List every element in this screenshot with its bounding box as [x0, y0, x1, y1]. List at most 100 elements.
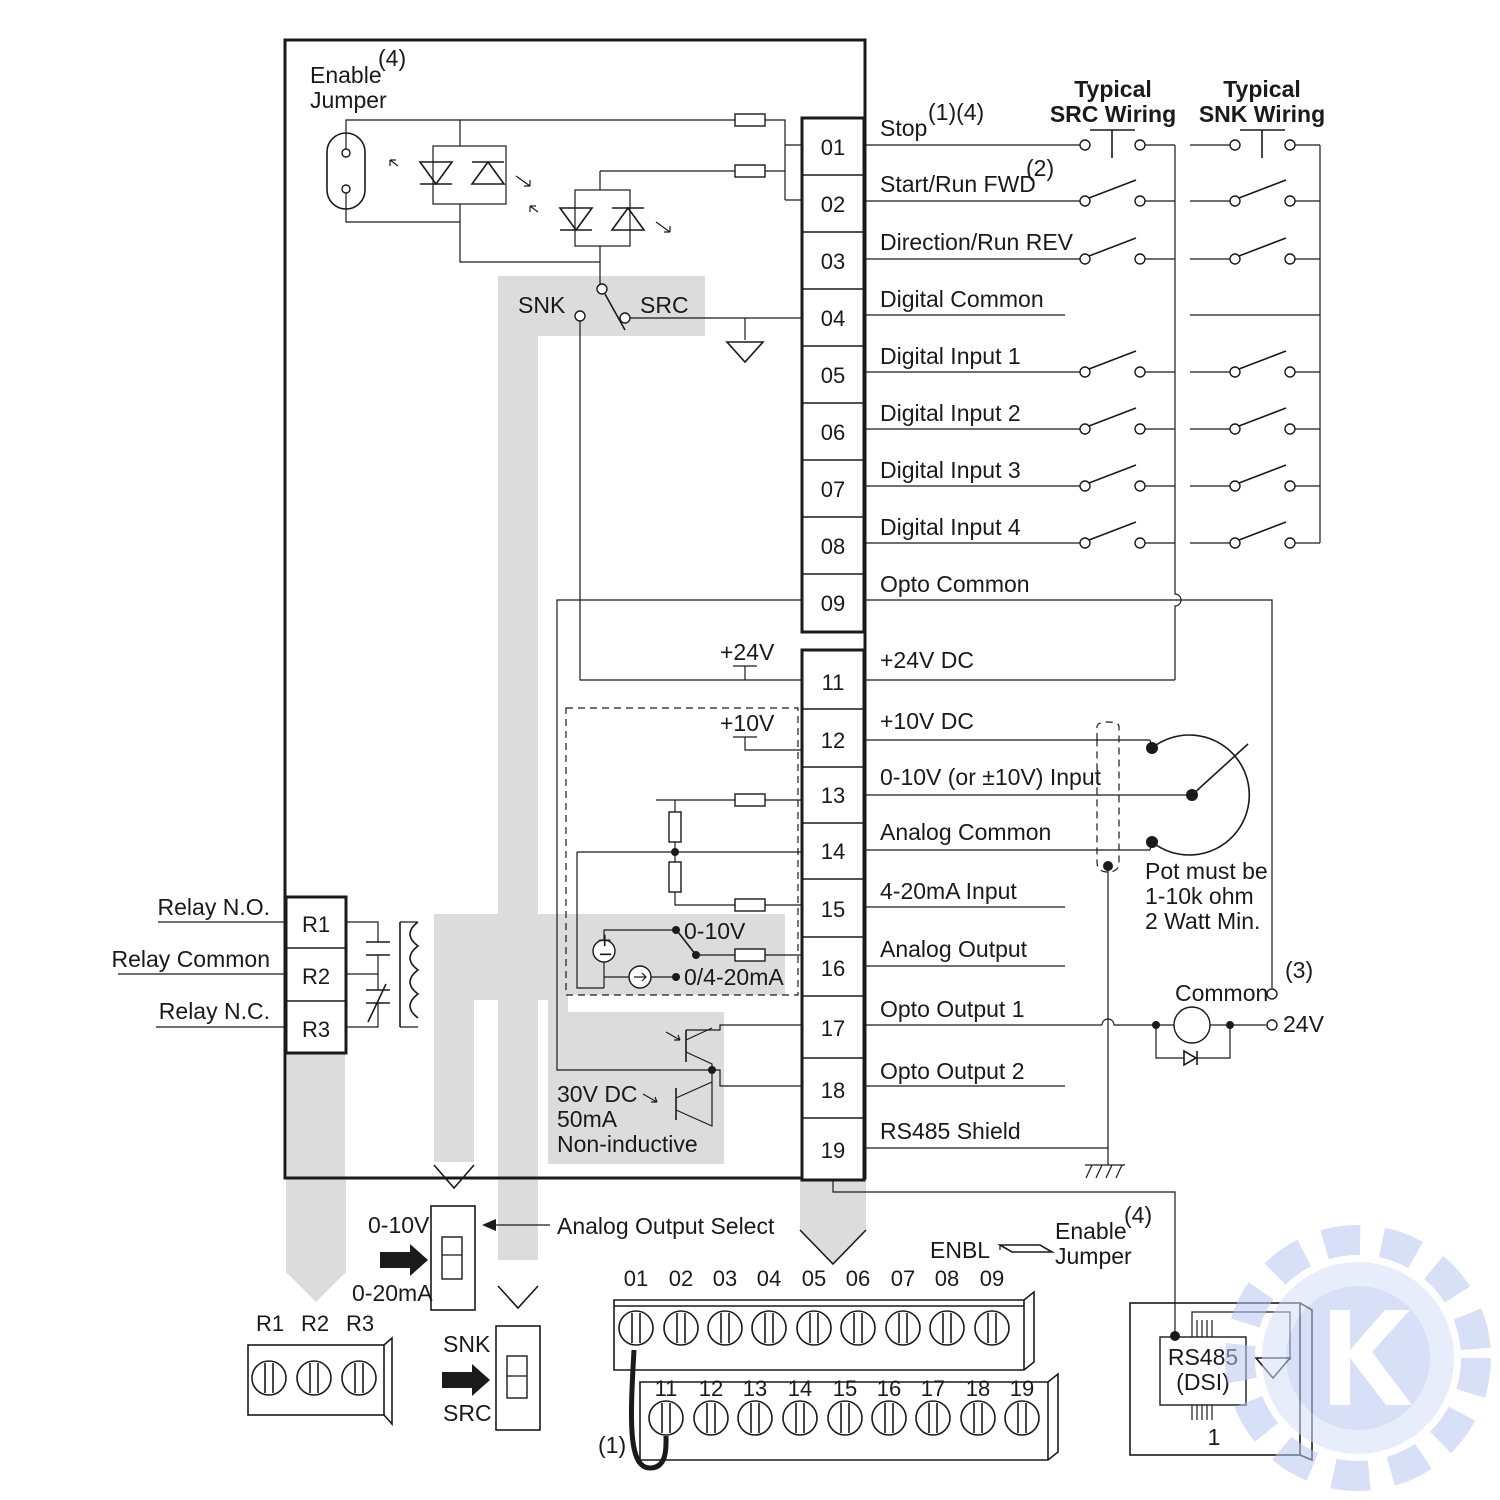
src-select-label: SRC: [443, 1400, 492, 1426]
typical-snk-title-1: Typical: [1223, 76, 1301, 102]
terminal-01[interactable]: 01: [821, 135, 845, 160]
block-t18: 18: [966, 1376, 990, 1401]
internal-10v-label: +10V: [720, 710, 775, 736]
terminal-numbers: 01 02 03 04 05 06 07 08 09 11 12 13 14 1…: [821, 135, 845, 1163]
snk-src-internal-switch: SNK SRC +24V: [518, 283, 802, 1071]
terminal-19[interactable]: 19: [821, 1138, 845, 1163]
relay-r1[interactable]: R1: [302, 912, 330, 937]
snk-src-select-switch[interactable]: [495, 1325, 541, 1431]
terminal-function-labels: Stop (1)(4) Start/Run FWD (2) Direction/…: [864, 99, 1190, 1149]
terminal-05[interactable]: 05: [821, 363, 845, 388]
terminal-08[interactable]: 08: [821, 534, 845, 559]
terminal-12[interactable]: 12: [821, 728, 845, 753]
analog-io-circuit: +10V + − 0-10V 0/4-20mA: [565, 707, 802, 996]
ao-select-switch[interactable]: [430, 1205, 476, 1311]
block-t15: 15: [833, 1376, 857, 1401]
block-t11: 11: [655, 1376, 678, 1401]
note-start-run-fwd: (2): [1026, 155, 1054, 181]
label-rs485-shield: RS485 Shield: [880, 1118, 1021, 1144]
typical-snk-wiring: Typical SNK Wiring: [1190, 76, 1325, 549]
ao-select-v: 0-10V: [368, 1212, 430, 1238]
opto-24v-label: 24V: [1283, 1011, 1325, 1037]
block-t07: 07: [891, 1266, 915, 1291]
enbl-jumper-label-1: Enable: [1055, 1218, 1127, 1244]
terminal-02[interactable]: 02: [821, 192, 845, 217]
note-stop: (1)(4): [928, 99, 984, 125]
block-t12: 12: [699, 1376, 723, 1401]
internal-24v-label: +24V: [720, 639, 775, 665]
enbl-jumper: ENBL Enable Jumper (4): [930, 1202, 1152, 1269]
block-t03: 03: [713, 1266, 737, 1291]
src-label: SRC: [640, 292, 689, 318]
ao-select-ma: 0-20mA: [352, 1280, 433, 1306]
label-opto-output-1: Opto Output 1: [880, 996, 1024, 1022]
block-t09: 09: [980, 1266, 1004, 1291]
relay-r3[interactable]: R3: [302, 1017, 330, 1042]
pot-note-3: 2 Watt Min.: [1145, 908, 1260, 934]
opto-rating-3: Non-inductive: [557, 1131, 698, 1157]
terminal-14[interactable]: 14: [821, 839, 845, 864]
snk-label: SNK: [518, 292, 566, 318]
opto-note: (3): [1285, 957, 1313, 983]
block-t14: 14: [788, 1376, 812, 1401]
block-t19: 19: [1010, 1376, 1034, 1401]
block-t05: 05: [802, 1266, 826, 1291]
rs485-label-2: (DSI): [1176, 1369, 1230, 1395]
terminal-13[interactable]: 13: [821, 783, 845, 808]
label-analog-output: Analog Output: [880, 936, 1028, 962]
opto-output-circuit: 30V DC 50mA Non-inductive: [557, 1024, 802, 1157]
svg-text:+: +: [598, 927, 611, 953]
relay-nc-label: Relay N.C.: [159, 998, 270, 1024]
enable-jumper-label-1: Enable: [310, 62, 382, 88]
watermark-logo: [1225, 1225, 1491, 1491]
enbl-jumper-label-2: Jumper: [1055, 1243, 1132, 1269]
terminal-18[interactable]: 18: [821, 1078, 845, 1103]
label-digital-input-3: Digital Input 3: [880, 457, 1021, 483]
label-direction-run-rev: Direction/Run REV: [880, 229, 1074, 255]
enbl-jumper-note: (4): [1124, 1202, 1152, 1228]
block-t13: 13: [743, 1376, 767, 1401]
label-opto-common: Opto Common: [880, 571, 1030, 597]
label-digital-input-4: Digital Input 4: [880, 514, 1021, 540]
enable-jumper-label-2: Jumper: [310, 87, 387, 113]
gray-bands: [286, 276, 866, 1302]
label-analog-input: 0-10V (or ±10V) Input: [880, 764, 1102, 790]
potentiometer: Pot must be 1-10k ohm 2 Watt Min.: [1085, 721, 1268, 1179]
terminal-11[interactable]: 11: [822, 670, 845, 695]
svg-text:−: −: [599, 941, 612, 967]
terminal-03[interactable]: 03: [821, 249, 845, 274]
typical-src-title-2: SRC Wiring: [1050, 101, 1176, 127]
block-t01: 01: [624, 1266, 648, 1291]
terminal-07[interactable]: 07: [821, 477, 845, 502]
terminal-16[interactable]: 16: [821, 956, 845, 981]
stop-jumper-wire: [628, 1349, 669, 1471]
enable-jumper-note: (4): [378, 45, 406, 71]
terminal-09[interactable]: 09: [821, 591, 845, 616]
opto-common-label: Common: [1175, 980, 1268, 1006]
ao-voltage-label: 0-10V: [684, 918, 746, 944]
label-4-20ma-input: 4-20mA Input: [880, 878, 1017, 904]
jumper-note: (1): [598, 1432, 626, 1458]
typical-src-wiring: Typical SRC Wiring: [1050, 76, 1182, 680]
label-analog-common: Analog Common: [880, 819, 1051, 845]
label-digital-input-2: Digital Input 2: [880, 400, 1021, 426]
block-t06: 06: [846, 1266, 870, 1291]
block-t04: 04: [757, 1266, 781, 1291]
relay-r2[interactable]: R2: [302, 964, 330, 989]
label-stop: Stop: [880, 115, 927, 141]
block-t16: 16: [877, 1376, 901, 1401]
terminal-04[interactable]: 04: [821, 306, 845, 331]
relay-section: R1 R2 R3 Relay N.O. Relay Common Relay N…: [112, 894, 420, 1055]
terminal-06[interactable]: 06: [821, 420, 845, 445]
terminal-17[interactable]: 17: [821, 1016, 845, 1041]
block-t17: 17: [921, 1376, 945, 1401]
enbl-text: ENBL: [930, 1237, 990, 1263]
ao-current-label: 0/4-20mA: [684, 964, 784, 990]
terminal-15[interactable]: 15: [821, 897, 845, 922]
typical-src-title-1: Typical: [1074, 76, 1152, 102]
opto-output-load: Common (3) 24V: [1101, 599, 1325, 1067]
block-t02: 02: [669, 1266, 693, 1291]
opto-rating-2: 50mA: [557, 1106, 618, 1132]
label-digital-input-1: Digital Input 1: [880, 343, 1021, 369]
